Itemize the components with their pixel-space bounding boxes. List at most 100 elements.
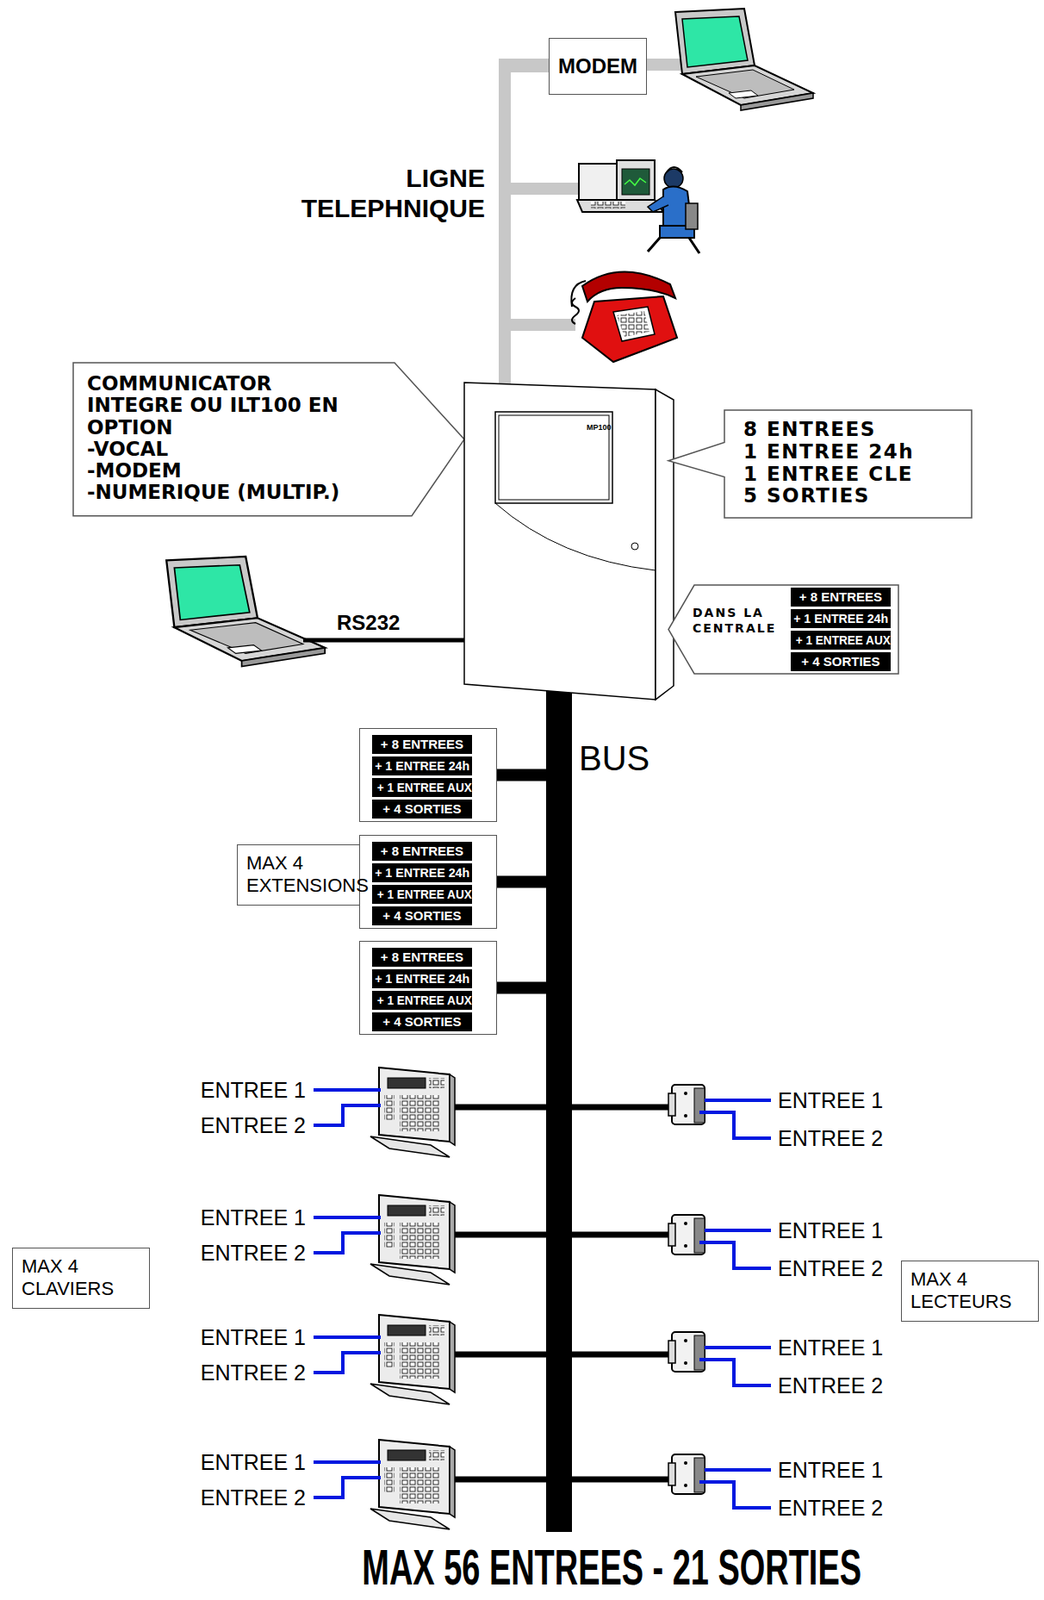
input-label: ENTREE 1 bbox=[200, 1449, 306, 1475]
box-text: DANS LA CENTRALE bbox=[692, 605, 779, 636]
box-text: -MODEM bbox=[87, 459, 369, 482]
bus-label: BUS bbox=[578, 739, 650, 778]
bar-text: + 1 ENTREE AUX bbox=[795, 630, 891, 650]
box-text: 8 ENTREES bbox=[743, 418, 964, 442]
bar-text: + 4 SORTIES bbox=[382, 799, 461, 819]
box-text: COMMUNICATOR INTEGRE OU ILT100 EN OPTION bbox=[87, 372, 369, 439]
input-label: ENTREE 1 bbox=[777, 1335, 883, 1361]
note-box: MAX 4 LECTEURS bbox=[901, 1260, 1039, 1322]
input-wire bbox=[313, 1460, 381, 1464]
bar-text: + 1 ENTREE 24h bbox=[374, 756, 470, 776]
bar-text: + 8 ENTREES bbox=[380, 947, 464, 967]
box-text: MAX 4 LECTEURS bbox=[910, 1267, 1030, 1314]
label-bar: + 1 ENTREE AUX bbox=[372, 990, 473, 1010]
input-label: ENTREE 1 bbox=[200, 1077, 306, 1103]
panel-window bbox=[495, 411, 613, 504]
label-bar: + 8 ENTREES bbox=[372, 947, 473, 967]
input-wire bbox=[704, 1467, 771, 1472]
input-label: ENTREE 2 bbox=[777, 1255, 883, 1281]
bus-branch bbox=[570, 1476, 671, 1483]
bar-text: + 1 ENTREE AUX bbox=[377, 884, 473, 904]
input-label: ENTREE 1 bbox=[777, 1087, 883, 1113]
label-bar: + 1 ENTREE 24h bbox=[372, 756, 473, 776]
bar-text: + 1 ENTREE 24h bbox=[793, 609, 889, 628]
input-wire bbox=[699, 1481, 771, 1508]
note-box: MAX 4 CLAVIERS bbox=[12, 1247, 150, 1309]
label-bar: + 4 SORTIES bbox=[372, 1012, 473, 1032]
input-wire bbox=[704, 1098, 771, 1102]
input-wire bbox=[313, 1105, 381, 1125]
box-text: -VOCAL bbox=[87, 438, 369, 460]
input-wire bbox=[313, 1232, 381, 1253]
box-text: MODEM bbox=[558, 54, 638, 79]
input-label: ENTREE 1 bbox=[777, 1218, 883, 1243]
signal-label: RS232 bbox=[336, 610, 400, 635]
input-label: ENTREE 2 bbox=[200, 1240, 306, 1266]
panel-lock bbox=[631, 542, 639, 550]
input-wire bbox=[313, 1087, 381, 1092]
bus-branch bbox=[453, 1104, 548, 1111]
callout-box: + 8 ENTREES+ 1 ENTREE 24h+ 1 ENTREE AUX+… bbox=[668, 584, 899, 674]
input-label: ENTREE 2 bbox=[200, 1360, 306, 1386]
connector bbox=[504, 66, 549, 383]
bus-branch bbox=[453, 1351, 548, 1358]
input-wire bbox=[704, 1345, 771, 1349]
input-wire bbox=[699, 1242, 771, 1268]
label-bar: + 4 SORTIES bbox=[790, 652, 891, 672]
input-label: ENTREE 2 bbox=[200, 1112, 306, 1138]
callout-shape bbox=[73, 362, 465, 516]
extension-box: + 8 ENTREES+ 1 ENTREE 24h+ 1 ENTREE AUX+… bbox=[359, 834, 498, 929]
panel-side bbox=[655, 389, 674, 700]
input-wire bbox=[313, 1477, 381, 1498]
input-wire bbox=[313, 1215, 381, 1219]
bar-text: + 8 ENTREES bbox=[380, 841, 464, 861]
bar-stack: + 8 ENTREES+ 1 ENTREE 24h+ 1 ENTREE AUX+… bbox=[372, 947, 473, 1034]
bar-stack: + 8 ENTREES+ 1 ENTREE 24h+ 1 ENTREE AUX+… bbox=[372, 734, 473, 821]
reader bbox=[668, 1214, 705, 1255]
input-label: ENTREE 1 bbox=[200, 1324, 306, 1350]
box-text: 1 ENTREE 24h bbox=[743, 441, 964, 464]
caption: MAX 56 ENTREES - 21 SORTIES bbox=[361, 1541, 862, 1592]
label-bar: + 1 ENTREE 24h bbox=[372, 863, 473, 883]
panel-front bbox=[464, 382, 656, 700]
input-wire bbox=[699, 1359, 771, 1386]
panel-curve bbox=[495, 503, 656, 571]
extension-box: + 8 ENTREES+ 1 ENTREE 24h+ 1 ENTREE AUX+… bbox=[359, 727, 498, 822]
note-box: MAX 4 EXTENSIONS bbox=[236, 844, 375, 906]
label-bar: + 1 ENTREE 24h bbox=[790, 609, 891, 628]
bus-branch bbox=[570, 1104, 671, 1111]
bar-text: + 4 SORTIES bbox=[382, 1012, 461, 1032]
keypad bbox=[370, 1439, 455, 1529]
input-label: ENTREE 2 bbox=[200, 1485, 306, 1511]
operator bbox=[577, 160, 700, 254]
telephone bbox=[571, 271, 678, 362]
box-text: -NUMERIQUE (MULTIP.) bbox=[87, 481, 369, 504]
keypad bbox=[370, 1314, 455, 1405]
bus-branch bbox=[570, 1351, 671, 1358]
keypad bbox=[370, 1067, 455, 1157]
control-panel: MP100 bbox=[464, 382, 674, 700]
input-wire bbox=[699, 1112, 771, 1138]
reader bbox=[668, 1454, 705, 1494]
label-bar: + 1 ENTREE AUX bbox=[372, 884, 473, 904]
input-label: ENTREE 1 bbox=[200, 1205, 306, 1231]
connector bbox=[497, 699, 560, 883]
keypad bbox=[370, 1194, 455, 1285]
box-text: 1 ENTREE CLE bbox=[743, 463, 964, 486]
input-label: ENTREE 2 bbox=[777, 1373, 883, 1399]
line-label: LIGNE TELEPHNIQUE bbox=[261, 163, 485, 224]
bar-stack: + 8 ENTREES+ 1 ENTREE 24h+ 1 ENTREE AUX+… bbox=[790, 587, 891, 674]
input-label: ENTREE 1 bbox=[777, 1457, 883, 1483]
caption-box: MAX 56 ENTREES - 21 SORTIES bbox=[229, 1541, 920, 1592]
box-text: MAX 4 CLAVIERS bbox=[21, 1255, 141, 1301]
modem-box: MODEM bbox=[548, 37, 647, 95]
label-bar: + 1 ENTREE AUX bbox=[790, 630, 891, 650]
extension-box: + 8 ENTREES+ 1 ENTREE 24h+ 1 ENTREE AUX+… bbox=[359, 940, 498, 1035]
bar-text: + 4 SORTIES bbox=[801, 652, 880, 672]
bar-text: + 4 SORTIES bbox=[382, 906, 461, 926]
bar-text: + 1 ENTREE 24h bbox=[374, 969, 470, 989]
bus-branch bbox=[453, 1231, 548, 1238]
input-label: ENTREE 2 bbox=[777, 1125, 883, 1151]
